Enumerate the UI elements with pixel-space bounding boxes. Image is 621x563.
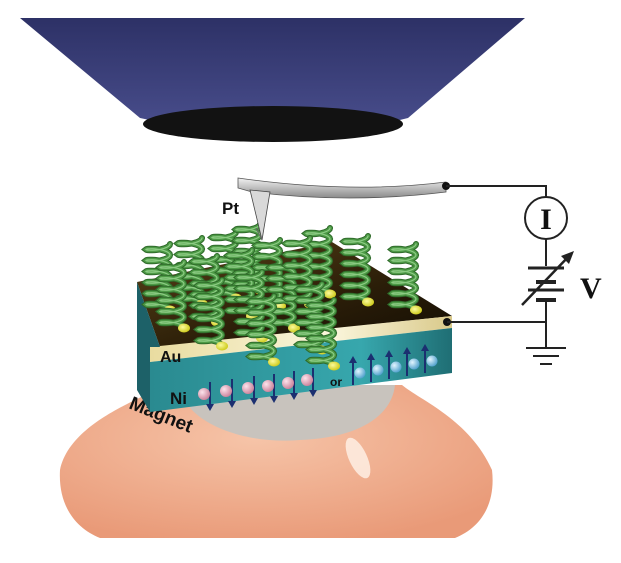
magnet: Magnet <box>59 385 493 538</box>
or-label: or <box>330 375 342 389</box>
helix-end-cap <box>410 305 422 315</box>
circuit <box>442 182 547 347</box>
spin-up-electron <box>349 356 366 385</box>
spin-down-electron <box>282 371 298 400</box>
helix-end-cap <box>178 323 190 333</box>
spin-down-electron <box>242 376 258 405</box>
helix-end-cap <box>216 341 228 351</box>
objective-lens-aperture <box>143 106 403 142</box>
ground-icon <box>526 347 566 365</box>
helix-molecule <box>245 293 280 367</box>
helix-end-cap <box>362 297 374 307</box>
ni-label: Ni <box>170 389 187 408</box>
helix-molecule <box>387 241 422 315</box>
pt-label: Pt <box>222 199 239 218</box>
helix-end-cap <box>328 361 340 371</box>
voltage-label: V <box>580 272 602 305</box>
spin-down-group <box>198 368 317 411</box>
microscope-objective <box>20 18 525 142</box>
spin-down-electron <box>262 374 278 403</box>
helix-molecules <box>141 221 422 371</box>
helix-end-cap <box>288 323 300 333</box>
spin-up-group <box>349 344 438 385</box>
current-label: I <box>540 203 552 236</box>
spin-down-electron <box>198 382 214 411</box>
helix-end-cap <box>268 357 280 367</box>
ammeter-icon: I <box>524 196 568 240</box>
spin-up-electron <box>367 353 384 382</box>
helix-molecule <box>251 237 286 311</box>
spin-up-electron <box>385 350 402 379</box>
helix-molecule <box>193 277 228 351</box>
helix-molecule <box>155 259 190 333</box>
wire-bottom <box>447 321 547 347</box>
afm-probe: Pt <box>222 177 447 241</box>
au-label: Au <box>160 349 181 366</box>
helix-molecule <box>339 233 374 307</box>
cantilever <box>237 177 447 199</box>
helix-molecule <box>305 297 340 371</box>
au-layer <box>150 316 452 362</box>
spin-down-electron <box>301 368 317 397</box>
helix-end-cap <box>324 289 336 299</box>
pt-tip <box>249 189 271 241</box>
variable-battery-icon <box>521 251 574 306</box>
wire-top <box>446 185 547 197</box>
spin-down-electron <box>220 379 236 408</box>
spin-up-electron <box>403 347 420 376</box>
spin-up-electron <box>421 344 438 373</box>
helix-molecule <box>301 225 336 299</box>
